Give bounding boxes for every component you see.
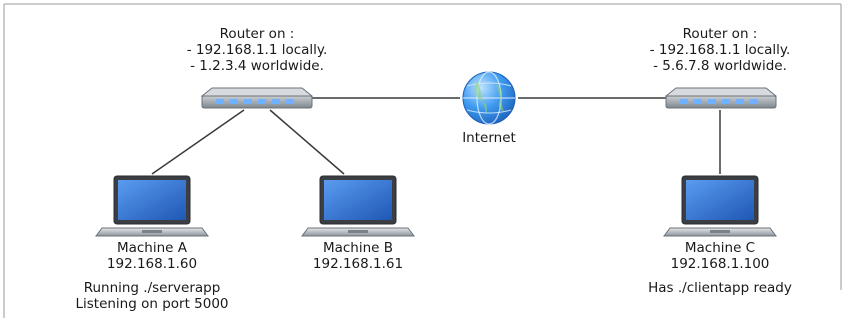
router-right-title: Router on : xyxy=(683,26,758,42)
laptop-icon xyxy=(95,175,209,237)
machine-c: Machine C 192.168.1.100 Has ./clientapp … xyxy=(648,175,792,296)
network-links xyxy=(151,97,721,175)
router-icon xyxy=(665,87,777,109)
router-left-local-ip: - 192.168.1.1 locally. xyxy=(187,42,328,58)
link-router-left-machine-b xyxy=(269,109,345,175)
machine-a-note-1: Running ./serverapp xyxy=(84,280,221,296)
machine-c-ip: 192.168.1.100 xyxy=(671,256,770,272)
machine-c-name: Machine C xyxy=(685,240,755,256)
machine-a-note-2: Listening on port 5000 xyxy=(75,296,228,312)
machine-a-name: Machine A xyxy=(117,240,188,256)
router-right-local-ip: - 192.168.1.1 locally. xyxy=(650,42,791,58)
link-router-left-machine-a xyxy=(151,109,245,175)
laptop-icon xyxy=(301,175,415,237)
machine-a: Machine A 192.168.1.60 Running ./servera… xyxy=(75,175,229,312)
router-left-world-ip: - 1.2.3.4 worldwide. xyxy=(190,58,324,74)
router-left: Router on : - 192.168.1.1 locally. - 1.2… xyxy=(187,26,328,109)
router-icon xyxy=(201,87,313,109)
machine-b: Machine B 192.168.1.61 xyxy=(301,175,415,272)
machine-b-ip: 192.168.1.61 xyxy=(313,256,403,272)
machine-b-name: Machine B xyxy=(323,240,393,256)
machine-c-note-1: Has ./clientapp ready xyxy=(648,280,792,296)
router-right-world-ip: - 5.6.7.8 worldwide. xyxy=(653,58,787,74)
internet-label: Internet xyxy=(462,130,516,146)
internet-node: Internet xyxy=(462,71,516,146)
laptop-icon xyxy=(663,175,777,237)
router-right: Router on : - 192.168.1.1 locally. - 5.6… xyxy=(650,26,791,109)
machine-a-ip: 192.168.1.60 xyxy=(107,256,197,272)
globe-icon xyxy=(462,71,516,125)
router-left-title: Router on : xyxy=(220,26,295,42)
